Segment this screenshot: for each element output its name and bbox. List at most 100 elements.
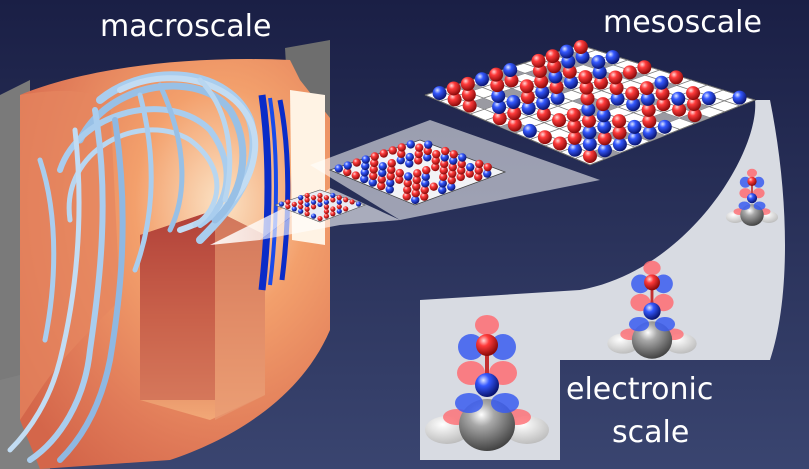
red-atom [323, 204, 330, 210]
red-atom [343, 206, 349, 212]
blue-atom [597, 143, 612, 158]
blue-atom [404, 172, 413, 181]
red-atom [465, 169, 474, 178]
red-atom [639, 81, 654, 96]
blue-atom [597, 119, 612, 134]
red-atom [655, 86, 670, 101]
blue-atom [732, 90, 747, 105]
red-atom [377, 181, 386, 191]
red-atom [579, 80, 594, 95]
blue-atom [438, 179, 447, 188]
blue-atom [627, 119, 642, 134]
red-atom [441, 146, 450, 156]
red-atom [448, 162, 457, 172]
red-atom [304, 211, 310, 217]
blue-atom [385, 185, 394, 194]
blue-atom [506, 95, 521, 110]
red-atom [420, 192, 429, 201]
red-atom [573, 40, 588, 55]
red-atom [431, 162, 440, 172]
blue-atom [330, 192, 336, 199]
red-atom [387, 165, 396, 174]
blue-atom [701, 91, 716, 106]
red-atom [461, 87, 476, 102]
red-atom [593, 75, 608, 90]
red-atom [330, 206, 336, 212]
red-atom [567, 130, 582, 145]
red-atom [672, 102, 687, 117]
red-atom [552, 136, 567, 151]
red-atom [317, 197, 323, 203]
red-atom [395, 175, 404, 184]
red-atom [534, 74, 549, 89]
red-atom [432, 149, 441, 159]
red-atom [549, 80, 564, 95]
blue-atom [640, 91, 655, 106]
red-atom [490, 78, 505, 93]
red-atom [369, 165, 378, 174]
macroscale-label: macroscale [100, 9, 272, 44]
red-atom [351, 171, 360, 180]
red-atom [370, 158, 379, 168]
blue-atom [521, 101, 536, 116]
adsorbed-molecule-orbital [425, 315, 549, 451]
blue-atom [492, 100, 507, 115]
blue-atom [424, 140, 433, 149]
blue-atom [449, 156, 458, 165]
red-atom [336, 204, 342, 210]
red-atom [429, 182, 438, 191]
red-atom [669, 70, 684, 85]
red-atom [386, 172, 395, 181]
red-atom [387, 159, 396, 168]
red-atom [403, 178, 412, 188]
blue-atom [336, 199, 342, 205]
blue-atom [396, 155, 405, 165]
red-atom [567, 119, 582, 134]
red-atom [580, 91, 595, 106]
red-atom [447, 92, 462, 107]
blue-atom [483, 169, 492, 178]
red-atom [536, 107, 551, 122]
blue-atom [421, 172, 430, 181]
red-atom [285, 203, 291, 210]
red-atom [431, 156, 440, 165]
red-atom [492, 111, 507, 126]
red-atom [446, 81, 461, 96]
red-atom [414, 149, 423, 159]
blue-atom [536, 95, 551, 110]
blue-atom [581, 102, 596, 117]
red-atom [412, 175, 421, 185]
blue-atom [605, 50, 620, 65]
red-atom [403, 185, 412, 194]
blue-atom [304, 201, 310, 208]
red-atom [462, 98, 477, 113]
blue-atom [378, 168, 387, 178]
adsorbed-molecule-orbital [607, 260, 697, 359]
red-atom [625, 86, 640, 101]
red-atom [609, 80, 624, 95]
blue-atom [355, 201, 362, 207]
red-atom [456, 172, 465, 182]
blue-atom [310, 213, 317, 219]
scale-label: scale [612, 415, 690, 450]
blue-atom [291, 206, 297, 212]
blue-atom [559, 44, 574, 59]
blue-atom [411, 195, 420, 205]
blue-atom [310, 199, 317, 205]
red-atom [323, 195, 330, 201]
red-atom [578, 70, 593, 85]
red-atom [370, 152, 379, 161]
blue-atom [360, 174, 369, 184]
red-atom [581, 113, 596, 128]
medium-lattice [328, 139, 507, 206]
red-atom [397, 149, 406, 158]
blue-atom [360, 168, 369, 177]
red-atom [637, 60, 652, 75]
blue-atom [361, 155, 370, 164]
red-atom [474, 172, 483, 182]
blue-atom [368, 178, 377, 187]
red-atom [440, 159, 449, 169]
blue-atom [317, 201, 323, 208]
